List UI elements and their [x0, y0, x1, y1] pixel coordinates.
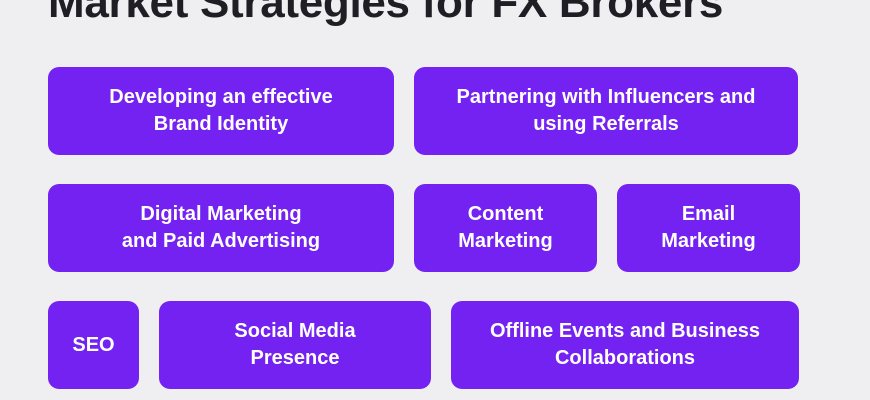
strategy-card-label: Offline Events and Business Collaboratio… [489, 320, 761, 369]
strategy-card-offline-events: Offline Events and Business Collaboratio… [451, 301, 799, 389]
page-title: Market Strategies for FX Brokers [48, 0, 724, 27]
strategy-card-label: SEO [72, 333, 115, 356]
strategy-card-label: Content Marketing [458, 203, 553, 252]
strategy-card-email-marketing: Email Marketing [617, 184, 800, 272]
strategy-card-social-media: Social Media Presence [159, 301, 431, 389]
strategy-card-label: Email Marketing [661, 203, 756, 252]
strategy-card-content-marketing: Content Marketing [414, 184, 597, 272]
strategy-card-seo: SEO [48, 301, 139, 389]
strategy-card-label: Social Media Presence [234, 320, 356, 369]
strategy-card-digital-marketing: Digital Marketing and Paid Advertising [48, 184, 394, 272]
strategy-card-brand-identity: Developing an effective Brand Identity [48, 67, 394, 155]
strategy-card-influencers-referrals: Partnering with Influencers and using Re… [414, 67, 798, 155]
strategy-card-label: Developing an effective Brand Identity [109, 86, 333, 135]
strategy-card-label: Partnering with Influencers and using Re… [456, 86, 756, 135]
strategy-card-label: Digital Marketing and Paid Advertising [121, 203, 321, 252]
